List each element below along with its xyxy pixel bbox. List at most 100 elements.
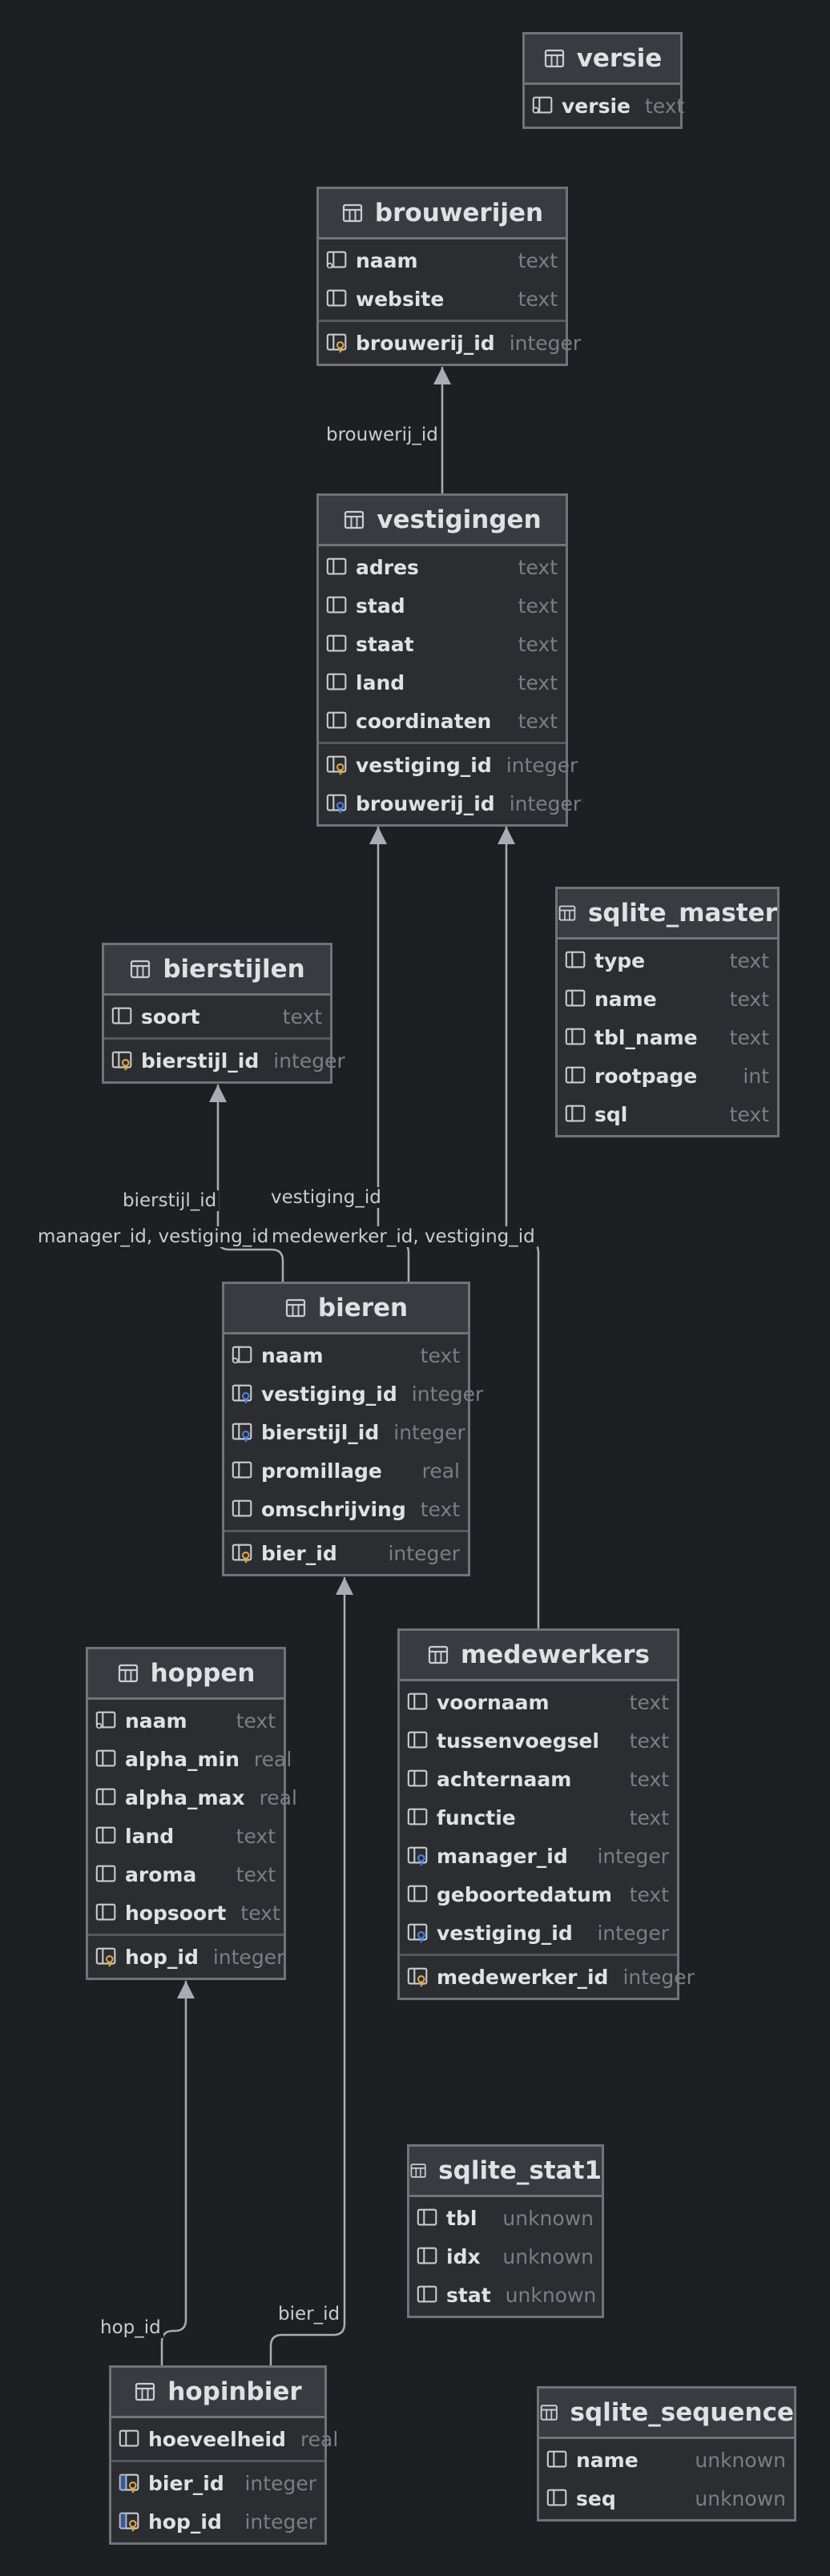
column-row[interactable]: website text bbox=[319, 280, 566, 318]
table-header[interactable]: sqlite_master bbox=[558, 889, 777, 940]
column-row[interactable]: land text bbox=[319, 663, 566, 702]
table-hopinbier[interactable]: hopinbier hoeveelheid real bier_id integ… bbox=[109, 2365, 338, 2545]
foreign-primary-key-icon bbox=[119, 2473, 139, 2493]
column-row[interactable]: naam text bbox=[224, 1336, 468, 1375]
column-icon bbox=[565, 989, 586, 1007]
column-icon bbox=[326, 634, 347, 652]
column-row[interactable]: land text bbox=[88, 1817, 284, 1855]
table-bieren[interactable]: bieren naam text vestiging_id integer b bbox=[222, 1282, 483, 1576]
column-row[interactable]: bierstijl_id integer bbox=[224, 1413, 468, 1451]
table-header[interactable]: bieren bbox=[224, 1284, 468, 1334]
column-icon bbox=[407, 1731, 428, 1749]
column-row[interactable]: soort text bbox=[104, 997, 330, 1036]
table-hoppen[interactable]: hoppen naam text alpha_min real alpha_ma… bbox=[86, 1647, 297, 1980]
column-row[interactable]: bier_id integer bbox=[224, 1534, 468, 1572]
table-header[interactable]: sqlite_sequence bbox=[539, 2389, 794, 2439]
column-row[interactable]: medewerker_id integer bbox=[400, 1958, 695, 1996]
primary-key-icon bbox=[407, 1967, 428, 1987]
column-name: vestiging_id bbox=[261, 1382, 397, 1406]
column-row[interactable]: naam text bbox=[319, 241, 566, 280]
column-row[interactable]: stat unknown bbox=[409, 2276, 602, 2314]
column-type: unknown bbox=[695, 2486, 786, 2510]
column-row[interactable]: vestiging_id integer bbox=[224, 1375, 483, 1413]
column-row[interactable]: adres text bbox=[319, 548, 566, 586]
column-row[interactable]: tbl unknown bbox=[409, 2199, 602, 2237]
column-row[interactable]: achternaam text bbox=[400, 1760, 677, 1798]
table-header[interactable]: sqlite_stat1 bbox=[409, 2147, 602, 2197]
relation-label: bier_id bbox=[276, 2304, 343, 2324]
column-row[interactable]: vestiging_id integer bbox=[319, 746, 578, 784]
column-row[interactable]: versie text bbox=[525, 87, 684, 125]
column-row[interactable]: coordinaten text bbox=[319, 702, 566, 740]
column-name: hopsoort bbox=[125, 1901, 227, 1925]
column-name: tussenvoegsel bbox=[437, 1729, 599, 1753]
relation-line bbox=[216, 1085, 284, 1282]
table-bierstijlen[interactable]: bierstijlen soort text bierstijl_id inte… bbox=[102, 943, 345, 1084]
table-header[interactable]: versie bbox=[525, 34, 680, 85]
column-row[interactable]: omschrijving text bbox=[224, 1490, 468, 1528]
column-row[interactable]: functie text bbox=[400, 1798, 677, 1837]
column-row[interactable]: bierstijl_id integer bbox=[104, 1041, 345, 1080]
column-row[interactable]: tbl_name text bbox=[558, 1018, 777, 1057]
column-icon bbox=[95, 1865, 116, 1882]
table-medewerkers[interactable]: medewerkers voornaam text tussenvoegsel … bbox=[397, 1628, 695, 2000]
table-vestigingen[interactable]: vestigingen adres text stad text staat t… bbox=[316, 493, 581, 827]
relation-line bbox=[269, 1577, 346, 2365]
column-icon bbox=[95, 1749, 116, 1767]
column-row[interactable]: alpha_max real bbox=[88, 1778, 297, 1817]
table-sqlite-master[interactable]: sqlite_master type text name text tbl_na… bbox=[555, 887, 780, 1137]
column-row[interactable]: name unknown bbox=[539, 2441, 794, 2479]
primary-key-icon bbox=[326, 333, 347, 353]
table-sqlite-stat1[interactable]: sqlite_stat1 tbl unknown idx unknown sta… bbox=[407, 2144, 604, 2318]
column-type: integer bbox=[506, 753, 578, 777]
column-type: text bbox=[240, 1901, 280, 1925]
table-header[interactable]: vestigingen bbox=[319, 496, 566, 546]
table-header[interactable]: brouwerijen bbox=[319, 189, 566, 239]
column-row[interactable]: aroma text bbox=[88, 1855, 284, 1894]
column-row[interactable]: name text bbox=[558, 980, 777, 1018]
column-type: real bbox=[421, 1459, 460, 1483]
column-row[interactable]: bier_id integer bbox=[111, 2464, 324, 2502]
column-row[interactable]: promillage real bbox=[224, 1451, 468, 1490]
column-row[interactable]: stad text bbox=[319, 586, 566, 625]
table-sqlite-sequence[interactable]: sqlite_sequence name unknown seq unknown bbox=[537, 2386, 796, 2522]
column-row[interactable]: rootpage int bbox=[558, 1057, 777, 1095]
key-column-icon bbox=[532, 96, 553, 114]
table-icon bbox=[544, 49, 564, 68]
column-type: integer bbox=[244, 2471, 316, 2495]
relation-label: manager_id, vestiging_id bbox=[35, 1226, 272, 1247]
column-row[interactable]: type text bbox=[558, 941, 777, 980]
column-type: integer bbox=[411, 1382, 484, 1406]
column-row[interactable]: naam text bbox=[88, 1701, 284, 1740]
column-row[interactable]: hop_id integer bbox=[111, 2502, 324, 2541]
column-row[interactable]: hop_id integer bbox=[88, 1938, 284, 1976]
table-versie[interactable]: versie versie text bbox=[522, 32, 684, 129]
column-icon bbox=[326, 711, 347, 729]
table-header[interactable]: bierstijlen bbox=[104, 945, 330, 996]
primary-key-icon bbox=[111, 1051, 132, 1071]
arrowhead-icon bbox=[209, 1085, 227, 1102]
column-row[interactable]: hopsoort text bbox=[88, 1894, 284, 1932]
table-header[interactable]: hopinbier bbox=[111, 2368, 324, 2418]
column-row[interactable]: sql text bbox=[558, 1095, 777, 1133]
table-brouwerijen[interactable]: brouwerijen naam text website text brouw… bbox=[316, 187, 581, 366]
column-row[interactable]: vestiging_id integer bbox=[400, 1914, 677, 1952]
column-row[interactable]: idx unknown bbox=[409, 2237, 602, 2276]
column-row[interactable]: hoeveelheid real bbox=[111, 2420, 338, 2458]
foreign-key-icon bbox=[326, 794, 347, 814]
column-row[interactable]: brouwerij_id integer bbox=[319, 324, 581, 362]
table-header[interactable]: medewerkers bbox=[400, 1631, 677, 1681]
column-row[interactable]: seq unknown bbox=[539, 2479, 794, 2518]
column-row[interactable]: tussenvoegsel text bbox=[400, 1721, 677, 1760]
column-icon bbox=[326, 673, 347, 690]
column-type: text bbox=[518, 594, 558, 618]
column-row[interactable]: geboortedatum text bbox=[400, 1875, 677, 1914]
column-row[interactable]: alpha_min real bbox=[88, 1740, 292, 1778]
column-row[interactable]: staat text bbox=[319, 625, 566, 663]
column-row[interactable]: manager_id integer bbox=[400, 1837, 677, 1875]
table-header[interactable]: hoppen bbox=[88, 1649, 284, 1700]
column-row[interactable]: voornaam text bbox=[400, 1683, 677, 1721]
column-row[interactable]: brouwerij_id integer bbox=[319, 784, 581, 823]
index-column-icon bbox=[232, 1346, 252, 1364]
column-type: real bbox=[253, 1747, 292, 1771]
